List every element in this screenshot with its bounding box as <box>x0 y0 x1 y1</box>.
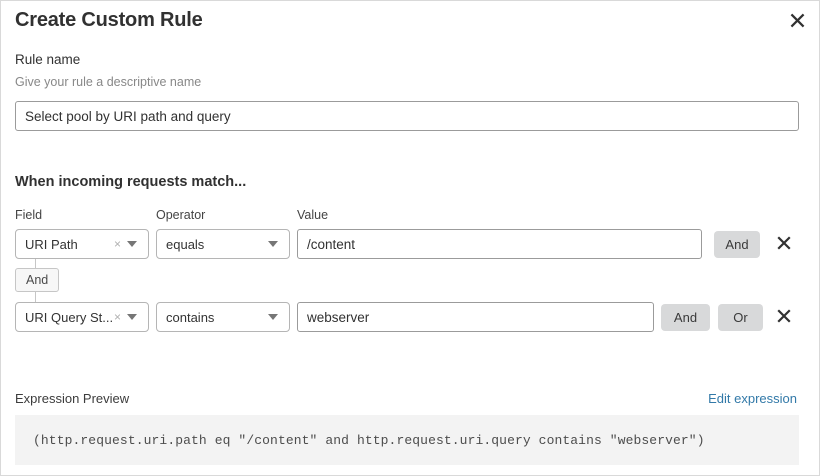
row-2-and-button[interactable]: And <box>661 304 710 331</box>
column-header-operator: Operator <box>156 208 206 222</box>
row-1-delete-button[interactable] <box>773 233 795 255</box>
row-2-field-clear-icon[interactable]: × <box>113 309 121 324</box>
row-2-value-input[interactable] <box>297 302 654 332</box>
row-connector-and-badge[interactable]: And <box>15 268 60 292</box>
expression-preview-text: (http.request.uri.path eq "/content" and… <box>33 432 705 448</box>
row-2-operator-value: contains <box>166 309 215 325</box>
close-icon <box>790 13 805 28</box>
row-1-field-select[interactable]: URI Path × <box>15 229 149 259</box>
row-1-value-input[interactable] <box>297 229 702 259</box>
row-1-and-button[interactable]: And <box>714 231 760 258</box>
row-1-field-value: URI Path <box>25 236 78 252</box>
close-icon <box>777 235 791 253</box>
row-2-field-select[interactable]: URI Query St... × <box>15 302 149 332</box>
chevron-down-icon <box>127 314 137 320</box>
row-2-or-button[interactable]: Or <box>718 304 763 331</box>
rule-name-input[interactable] <box>15 101 799 131</box>
column-header-field: Field <box>15 208 43 222</box>
row-1-field-clear-icon[interactable]: × <box>113 236 121 251</box>
edit-expression-link[interactable]: Edit expression <box>708 391 797 406</box>
row-1-operator-value: equals <box>166 236 205 252</box>
dialog-title: Create Custom Rule <box>15 9 203 31</box>
column-header-value: Value <box>297 208 329 222</box>
row-2-operator-select[interactable]: contains <box>156 302 290 332</box>
expression-preview-box: (http.request.uri.path eq "/content" and… <box>15 415 799 465</box>
rule-name-help-text: Give your rule a descriptive name <box>15 75 202 89</box>
row-2-delete-button[interactable] <box>773 306 795 328</box>
chevron-down-icon <box>127 241 137 247</box>
close-icon <box>777 308 791 326</box>
row-1-operator-select[interactable]: equals <box>156 229 290 259</box>
expression-preview-label: Expression Preview <box>15 391 130 406</box>
chevron-down-icon <box>268 314 278 320</box>
row-2-field-value: URI Query St... <box>25 309 112 325</box>
match-section-heading: When incoming requests match... <box>15 174 247 190</box>
chevron-down-icon <box>268 241 278 247</box>
rule-name-label: Rule name <box>15 52 81 67</box>
close-dialog-button[interactable] <box>784 7 810 33</box>
